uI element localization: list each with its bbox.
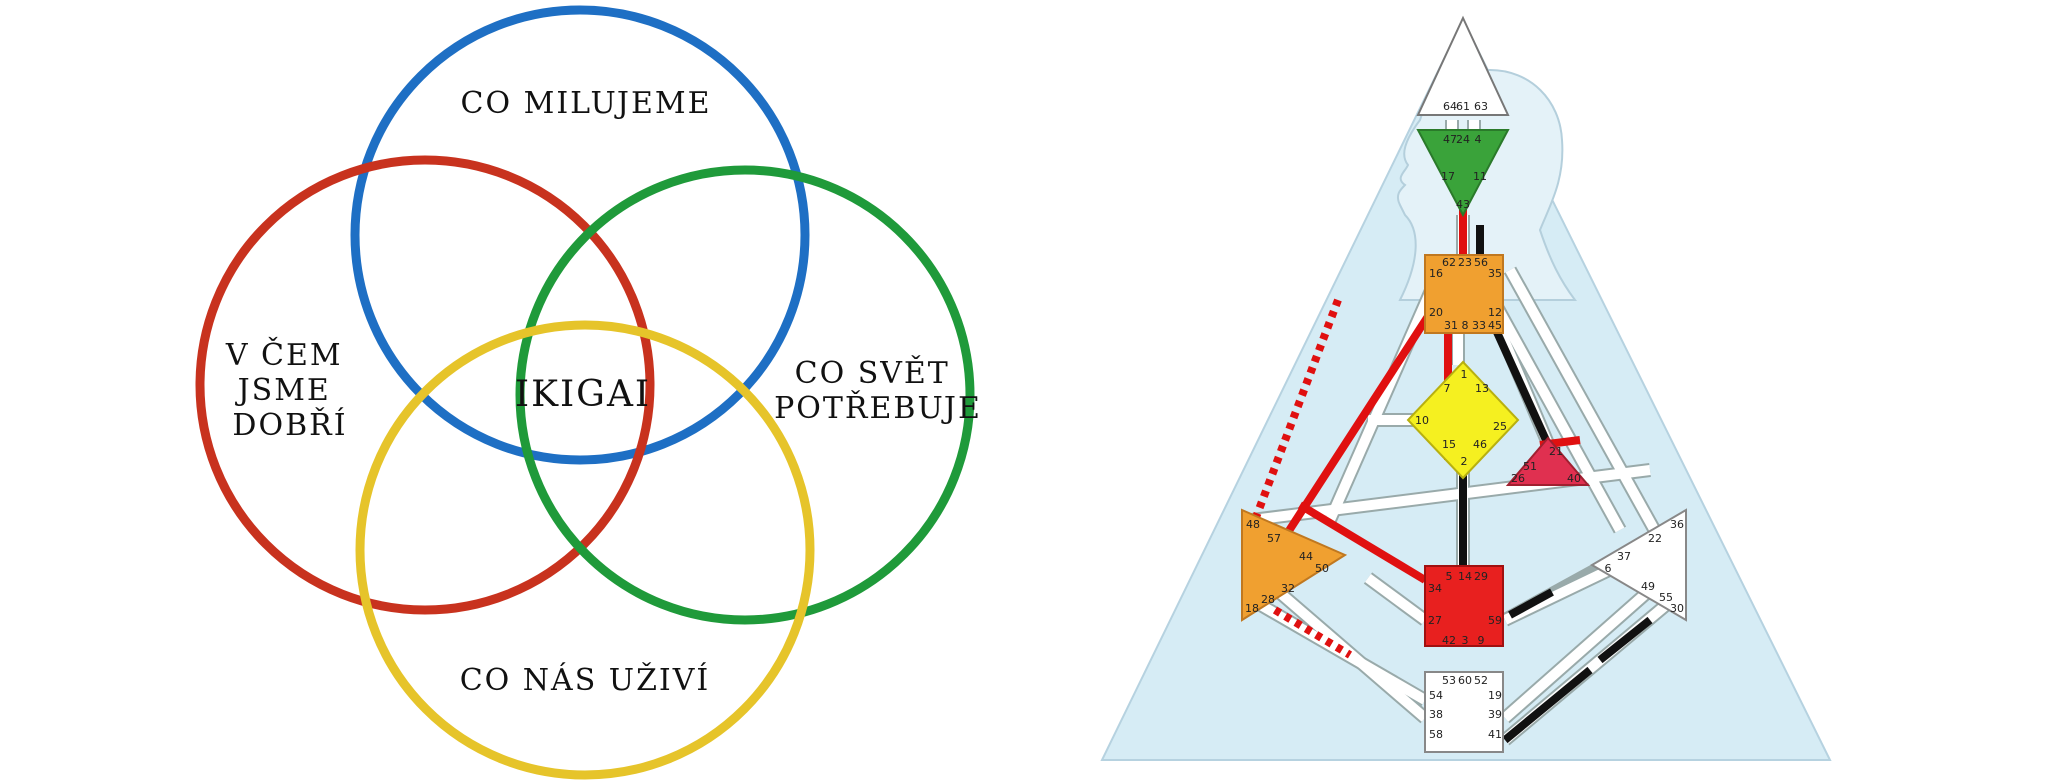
gate-35: 35 xyxy=(1488,267,1502,280)
gate-58: 58 xyxy=(1429,728,1443,741)
ikigai-bottom-label: CO NÁS UŽIVÍ xyxy=(460,662,711,698)
ego-center: 21 51 26 40 xyxy=(1505,436,1591,486)
gate-1: 1 xyxy=(1461,368,1468,381)
gate-3: 3 xyxy=(1462,634,1469,647)
gate-61: 61 xyxy=(1456,100,1470,113)
g-center: 1 7 13 10 25 15 46 2 xyxy=(1406,360,1520,480)
gate-6: 6 xyxy=(1605,562,1612,575)
gate-59: 59 xyxy=(1488,614,1502,627)
gate-60: 60 xyxy=(1458,674,1472,687)
gate-38: 38 xyxy=(1429,708,1443,721)
gate-34: 34 xyxy=(1428,582,1442,595)
gate-45: 45 xyxy=(1488,319,1502,332)
gate-22: 22 xyxy=(1648,532,1662,545)
gate-37: 37 xyxy=(1617,550,1631,563)
gate-24: 24 xyxy=(1456,133,1470,146)
ikigai-right-label: CO SVĚT POTŘEBUJE xyxy=(774,355,982,426)
gate-52: 52 xyxy=(1474,674,1488,687)
ikigai-center-label: IKIGAI xyxy=(515,374,651,415)
gate-55: 55 xyxy=(1659,591,1673,604)
gate-28: 28 xyxy=(1261,593,1275,606)
gate-31: 31 xyxy=(1444,319,1458,332)
gate-63: 63 xyxy=(1474,100,1488,113)
gate-17: 17 xyxy=(1441,170,1455,183)
gate-30: 30 xyxy=(1670,602,1684,615)
gate-4: 4 xyxy=(1475,133,1482,146)
gate-5: 5 xyxy=(1446,570,1453,583)
gate-43: 43 xyxy=(1456,198,1470,211)
gate-41: 41 xyxy=(1488,728,1502,741)
root-center: 53 60 52 54 19 38 39 58 41 xyxy=(1424,671,1504,753)
gate-2: 2 xyxy=(1461,455,1468,468)
ikigai-circle-yellow xyxy=(355,320,815,780)
spleen-center: 48 57 44 50 32 28 18 xyxy=(1241,508,1348,622)
gate-16: 16 xyxy=(1429,267,1443,280)
ikigai-right-line-2: POTŘEBUJE xyxy=(774,390,982,426)
head-center: 64 61 63 xyxy=(1416,15,1510,116)
gate-49: 49 xyxy=(1641,580,1655,593)
gate-64: 64 xyxy=(1443,100,1457,113)
gate-50: 50 xyxy=(1315,562,1329,575)
gate-25: 25 xyxy=(1493,420,1507,433)
ajna-center: 47 24 4 17 11 43 xyxy=(1416,129,1510,218)
gate-32: 32 xyxy=(1281,582,1295,595)
gate-53: 53 xyxy=(1442,674,1456,687)
gate-57: 57 xyxy=(1267,532,1281,545)
gate-54: 54 xyxy=(1429,689,1443,702)
gate-13: 13 xyxy=(1475,382,1489,395)
ikigai-circle-blue xyxy=(350,5,810,465)
gate-29: 29 xyxy=(1474,570,1488,583)
solar-plexus-center: 36 22 37 6 49 55 30 xyxy=(1590,508,1687,622)
gate-19: 19 xyxy=(1488,689,1502,702)
ikigai-right-line-1: CO SVĚT xyxy=(795,355,950,391)
gate-15: 15 xyxy=(1442,438,1456,451)
gate-12: 12 xyxy=(1488,306,1502,319)
ikigai-diagram: CO MILUJEME V ČEM JSME DOBŘÍ CO SVĚT POT… xyxy=(195,5,982,780)
ikigai-top-label: CO MILUJEME xyxy=(461,86,712,121)
ikigai-left-line-3: DOBŘÍ xyxy=(232,407,347,443)
gate-51: 51 xyxy=(1523,460,1537,473)
gate-47: 47 xyxy=(1443,133,1457,146)
gate-48: 48 xyxy=(1246,518,1260,531)
gate-11: 11 xyxy=(1473,170,1487,183)
bodygraph: 64 61 63 47 24 4 17 11 43 62 23 56 16 35… xyxy=(1100,15,1832,761)
ikigai-left-label: V ČEM JSME DOBŘÍ xyxy=(225,337,354,443)
gate-23: 23 xyxy=(1458,256,1472,269)
channels xyxy=(1248,120,1677,746)
gate-26: 26 xyxy=(1511,472,1525,485)
gate-62: 62 xyxy=(1442,256,1456,269)
gate-14: 14 xyxy=(1458,570,1472,583)
gate-7: 7 xyxy=(1444,382,1451,395)
gate-10: 10 xyxy=(1415,414,1429,427)
ikigai-left-line-1: V ČEM xyxy=(225,337,343,373)
gate-46: 46 xyxy=(1473,438,1487,451)
sacral-center: 5 14 29 34 27 59 42 3 9 xyxy=(1424,565,1504,647)
gate-39: 39 xyxy=(1488,708,1502,721)
ikigai-left-line-2: JSME xyxy=(235,373,331,408)
gate-21: 21 xyxy=(1549,445,1563,458)
gate-36: 36 xyxy=(1670,518,1684,531)
gate-9: 9 xyxy=(1478,634,1485,647)
gate-40: 40 xyxy=(1567,472,1581,485)
gate-8: 8 xyxy=(1462,319,1469,332)
gate-33: 33 xyxy=(1472,319,1486,332)
gate-27: 27 xyxy=(1428,614,1442,627)
gate-44: 44 xyxy=(1299,550,1313,563)
gate-20: 20 xyxy=(1429,306,1443,319)
gate-56: 56 xyxy=(1474,256,1488,269)
gate-42: 42 xyxy=(1442,634,1456,647)
gate-18: 18 xyxy=(1245,602,1259,615)
throat-center: 62 23 56 16 35 20 12 31 8 33 45 xyxy=(1424,254,1504,334)
ikigai-circle-red xyxy=(195,155,655,615)
ikigai-circle-green xyxy=(515,165,975,625)
